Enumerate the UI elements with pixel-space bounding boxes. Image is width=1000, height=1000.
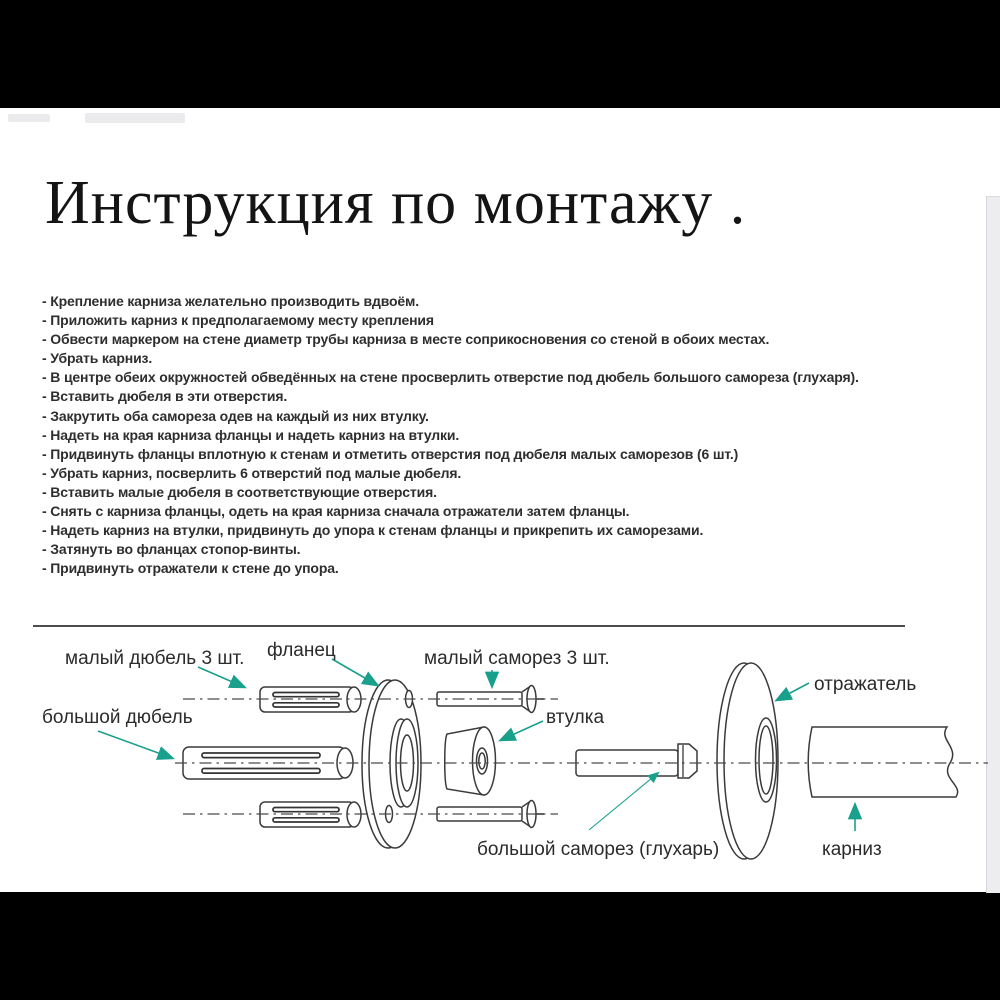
part-flange <box>361 679 422 849</box>
top-letterbox-bar <box>0 0 1000 108</box>
label-reflector: отражатель <box>814 674 916 695</box>
scan-artifact <box>85 113 185 123</box>
leader-arrow-flange-icon <box>331 658 380 687</box>
label-big-dowel: большой дюбель <box>42 707 193 728</box>
page-title: Инструкция по монтажу . <box>45 169 747 237</box>
instruction-step: - Придвинуть фланцы вплотную к стенам и … <box>42 445 739 462</box>
part-big-screw <box>575 743 698 779</box>
label-bushing: втулка <box>546 707 604 728</box>
label-cornice: карниз <box>822 839 882 860</box>
leader-arrow-small-dowel-icon <box>197 666 247 689</box>
part-bushing <box>444 726 497 796</box>
instruction-step: - Крепление карниза желательно производи… <box>42 293 419 309</box>
instruction-list: - Крепление карниза желательно производи… <box>42 292 859 578</box>
instruction-step: - Надеть на края карниза фланцы и надеть… <box>42 426 460 443</box>
leader-arrow-bushing-icon <box>498 720 544 742</box>
instruction-step: - В центре обеих окружностей обведённых … <box>42 369 859 386</box>
part-cornice <box>807 726 959 798</box>
instruction-step: - Придвинуть отражатели к стене до упора… <box>42 560 339 577</box>
leader-arrow-reflector-icon <box>774 682 810 702</box>
label-big-screw: большой саморез (глухарь) <box>477 839 719 860</box>
page-edge-strip <box>986 196 1000 893</box>
label-small-dowel: малый дюбель 3 шт. <box>65 648 244 669</box>
instruction-step: - Убрать карниз. <box>42 350 153 367</box>
scan-artifact <box>8 114 50 122</box>
label-flange: фланец <box>267 640 336 661</box>
leader-arrow-big-dowel-icon <box>97 730 176 760</box>
instruction-step: - Обвести маркером на стене диаметр труб… <box>42 331 770 348</box>
instruction-step: - Вставить малые дюбеля в соответствующи… <box>42 483 437 500</box>
instruction-step: - Вставить дюбеля в эти отверстия. <box>42 388 288 405</box>
instruction-step: - Закрутить оба самореза одев на каждый … <box>42 407 429 424</box>
instruction-step: - Снять с карниза фланцы, одеть на края … <box>42 503 630 520</box>
leader-arrow-big-screw-icon <box>588 771 660 831</box>
part-reflector <box>716 662 779 860</box>
instruction-step: - Затянуть во фланцах стопор-винты. <box>42 541 301 558</box>
assembly-diagram: малый дюбель 3 шт. фланец малый саморез … <box>33 625 988 860</box>
label-small-screw: малый саморез 3 шт. <box>424 648 610 669</box>
instruction-step: - Приложить карниз к предполагаемому мес… <box>42 312 434 329</box>
instruction-step: - Убрать карниз, посверлить 6 отверстий … <box>42 464 462 481</box>
instruction-step: - Надеть карниз на втулки, придвинуть до… <box>42 522 704 539</box>
bottom-letterbox-bar <box>0 892 1000 1000</box>
